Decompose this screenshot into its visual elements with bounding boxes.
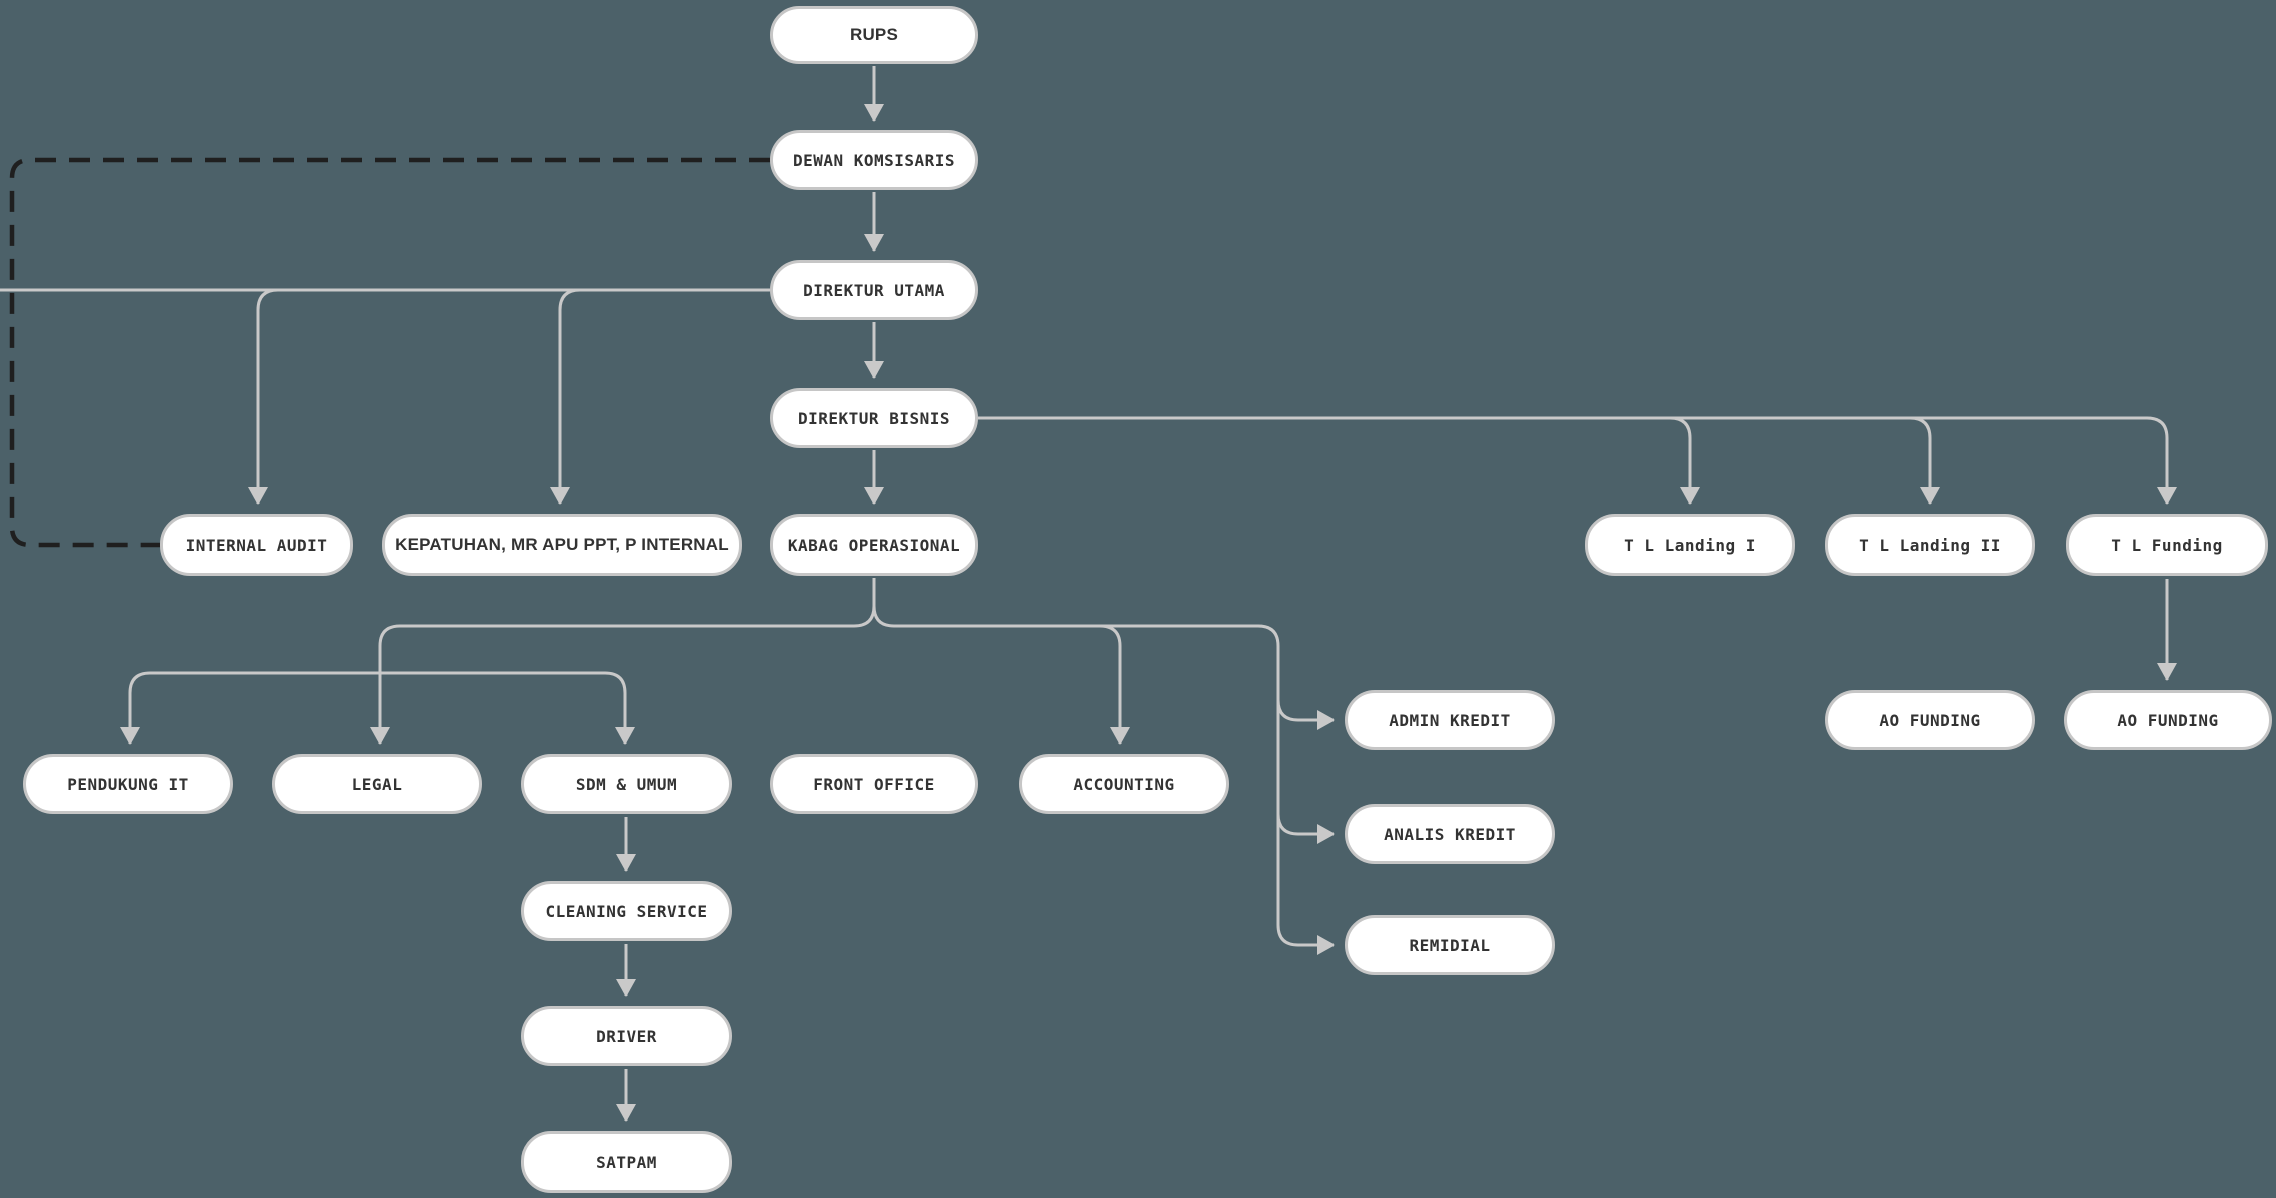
node-front-office: FRONT OFFICE bbox=[770, 754, 978, 814]
node-analis-kredit: ANALIS KREDIT bbox=[1345, 804, 1555, 864]
node-cleaning-service-label: CLEANING SERVICE bbox=[545, 901, 708, 921]
node-cleaning-service: CLEANING SERVICE bbox=[521, 881, 732, 941]
node-kabag-operasional-label: KABAG OPERASIONAL bbox=[787, 535, 961, 555]
node-dewan-komsisaris: DEWAN KOMSISARIS bbox=[770, 130, 978, 190]
node-rups: RUPS bbox=[770, 6, 978, 64]
edge-direktur-bisnis-tl-landing-1 bbox=[1669, 416, 1700, 505]
node-direktur-utama: DIREKTUR UTAMA bbox=[770, 260, 978, 320]
node-ao-funding-2: AO FUNDING bbox=[2064, 690, 2272, 750]
edge-kabag-admin-kredit bbox=[1276, 699, 1335, 730]
node-accounting: ACCOUNTING bbox=[1019, 754, 1229, 814]
node-analis-kredit-label: ANALIS KREDIT bbox=[1384, 824, 1516, 844]
node-admin-kredit-label: ADMIN KREDIT bbox=[1389, 710, 1511, 730]
edge-kabag-remidial bbox=[872, 578, 1335, 955]
edge-kabag-legal bbox=[370, 578, 876, 745]
node-sdm-umum-label: SDM & UMUM bbox=[575, 774, 678, 794]
edge-kabag-sdm-umum bbox=[380, 671, 635, 745]
node-driver-label: DRIVER bbox=[596, 1026, 657, 1046]
node-remidial-label: REMIDIAL bbox=[1409, 935, 1491, 955]
node-tl-landing-2-label: T L Landing II bbox=[1859, 535, 2001, 555]
node-direktur-bisnis-label: DIREKTUR BISNIS bbox=[798, 408, 950, 428]
node-pendukung-it: PENDUKUNG IT bbox=[23, 754, 233, 814]
edge-kabag-analis-kredit bbox=[1276, 813, 1335, 844]
node-ao-funding-2-label: AO FUNDING bbox=[2117, 710, 2219, 730]
node-ao-funding-1: AO FUNDING bbox=[1825, 690, 2035, 750]
node-admin-kredit: ADMIN KREDIT bbox=[1345, 690, 1555, 750]
node-legal-label: LEGAL bbox=[351, 774, 403, 794]
node-direktur-bisnis: DIREKTUR BISNIS bbox=[770, 388, 978, 448]
node-front-office-label: FRONT OFFICE bbox=[813, 774, 935, 794]
node-rups-label: RUPS bbox=[849, 25, 899, 44]
edge-dashed-dewan-internal-audit bbox=[9, 157, 770, 548]
node-kabag-operasional: KABAG OPERASIONAL bbox=[770, 514, 978, 576]
node-accounting-label: ACCOUNTING bbox=[1073, 774, 1175, 794]
node-tl-landing-1: T L Landing I bbox=[1585, 514, 1795, 576]
node-dewan-komsisaris-label: DEWAN KOMSISARIS bbox=[792, 150, 956, 170]
node-kepatuhan: KEPATUHAN, MR APU PPT, P INTERNAL bbox=[382, 514, 742, 576]
node-tl-landing-1-label: T L Landing I bbox=[1624, 535, 1756, 555]
node-legal: LEGAL bbox=[272, 754, 482, 814]
node-internal-audit: INTERNAL AUDIT bbox=[160, 514, 353, 576]
edge-direktur-bisnis-tl-landing-2 bbox=[1909, 416, 1940, 505]
edge-direktur-utama-internal-audit bbox=[248, 288, 279, 505]
node-ao-funding-1-label: AO FUNDING bbox=[1879, 710, 1981, 730]
edge-kabag-pendukung-it bbox=[120, 671, 380, 745]
node-driver: DRIVER bbox=[521, 1006, 732, 1066]
node-direktur-utama-label: DIREKTUR UTAMA bbox=[803, 280, 945, 300]
edge-kabag-accounting bbox=[1099, 624, 1130, 745]
node-pendukung-it-label: PENDUKUNG IT bbox=[67, 774, 189, 794]
node-satpam-label: SATPAM bbox=[596, 1152, 657, 1172]
node-tl-funding-label: T L Funding bbox=[2111, 535, 2223, 555]
node-sdm-umum: SDM & UMUM bbox=[521, 754, 732, 814]
node-tl-funding: T L Funding bbox=[2066, 514, 2268, 576]
node-kepatuhan-label: KEPATUHAN, MR APU PPT, P INTERNAL bbox=[395, 535, 729, 554]
node-tl-landing-2: T L Landing II bbox=[1825, 514, 2035, 576]
edge-direktur-bisnis-tl-funding bbox=[978, 416, 2177, 505]
node-remidial: REMIDIAL bbox=[1345, 915, 1555, 975]
edge-direktur-utama-kepatuhan bbox=[550, 288, 581, 505]
node-internal-audit-label: INTERNAL AUDIT bbox=[185, 535, 328, 555]
node-satpam: SATPAM bbox=[521, 1131, 732, 1193]
